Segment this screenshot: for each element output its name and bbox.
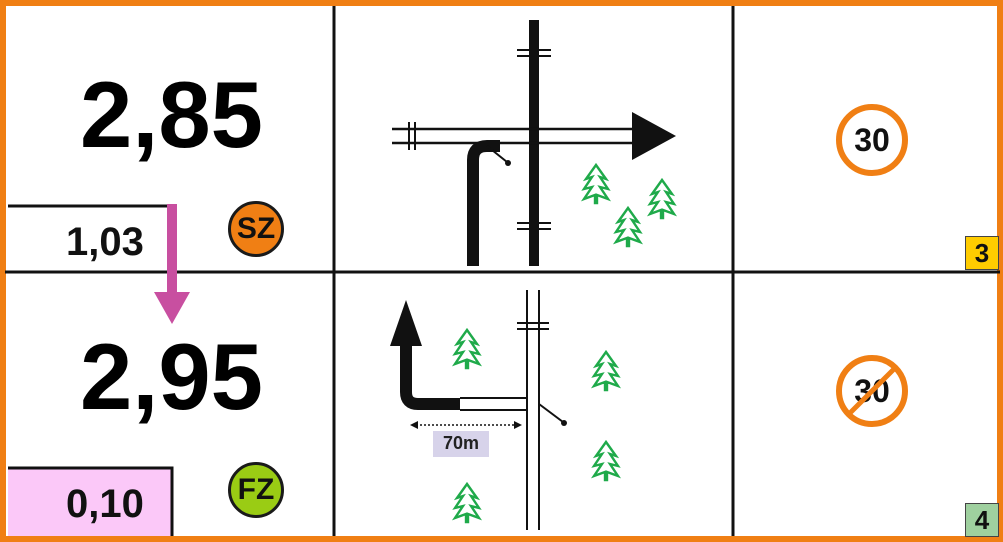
tulip-diagram-row2 — [390, 290, 567, 530]
tulip-diagram-row1 — [392, 20, 676, 266]
tree-icon — [590, 439, 622, 482]
partial-distance: 0,10 — [66, 482, 144, 526]
tree-icon — [590, 349, 622, 392]
partial-distance: 1,03 — [66, 220, 144, 264]
tulip-direction-arrow — [632, 112, 676, 160]
row-number: 3 — [965, 236, 999, 270]
tree-icon — [612, 205, 644, 248]
waypoint-badge: FZ — [228, 462, 284, 518]
strike-through-icon — [848, 367, 896, 415]
end-speed-limit-sign: 30 — [836, 355, 908, 427]
speed-limit-sign: 30 — [836, 104, 908, 176]
row-number: 4 — [965, 503, 999, 537]
waypoint-badge: SZ — [228, 201, 284, 257]
partial-distance-box-highlight — [8, 468, 172, 536]
tree-icon — [646, 177, 678, 220]
partial-distance-box — [8, 466, 174, 536]
down-arrow-icon — [154, 204, 190, 324]
tree-icon — [451, 481, 483, 524]
distance-label: 70m — [433, 431, 490, 457]
total-distance: 2,85 — [80, 62, 263, 167]
total-distance: 2,95 — [80, 324, 263, 429]
tree-icon — [580, 162, 612, 205]
tulip-direction-arrow — [390, 300, 422, 346]
tree-icon — [451, 327, 483, 370]
